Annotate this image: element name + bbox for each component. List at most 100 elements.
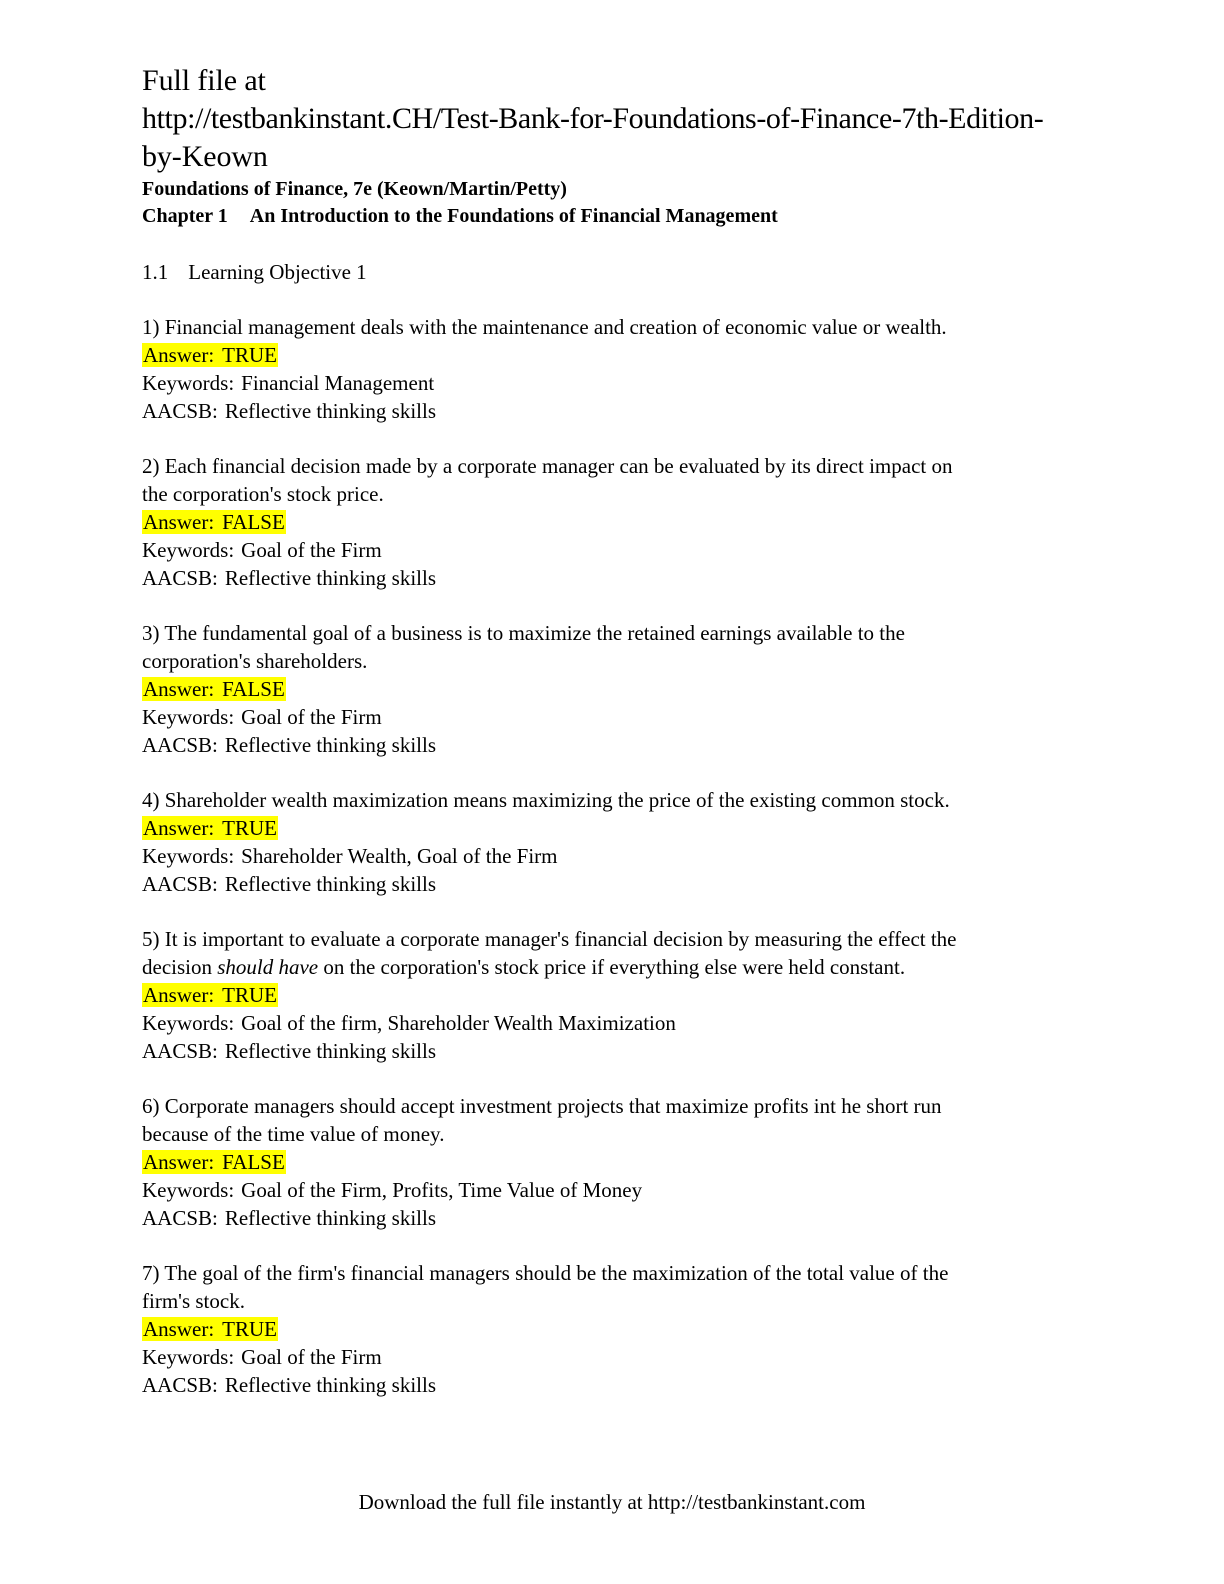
keywords-value: Goal of the Firm — [241, 1345, 382, 1369]
question-block: 5) It is important to evaluate a corpora… — [142, 925, 1072, 1065]
footer-text: Download the full file instantly at http… — [358, 1490, 866, 1514]
question-text-line: 3) The fundamental goal of a business is… — [142, 619, 1072, 647]
aacsb-line: AACSB:Reflective thinking skills — [142, 564, 1072, 592]
question-text-run: 1) Financial management deals with the m… — [142, 315, 947, 339]
answer-value: FALSE — [222, 677, 285, 701]
source-url-line: http://testbankinstant.CH/Test-Bank-for-… — [142, 102, 1044, 135]
keywords-label: Keywords: — [142, 1345, 235, 1369]
keywords-value: Goal of the firm, Shareholder Wealth Max… — [241, 1011, 676, 1035]
answer-highlight: Answer:TRUE — [142, 1317, 278, 1341]
keywords-line: Keywords:Goal of the Firm, Profits, Time… — [142, 1176, 1072, 1204]
aacsb-value: Reflective thinking skills — [224, 1039, 436, 1063]
answer-line: Answer:TRUE — [142, 1315, 1072, 1343]
answer-label: Answer: — [143, 983, 215, 1007]
aacsb-label: AACSB: — [142, 1373, 218, 1397]
answer-value: TRUE — [222, 983, 277, 1007]
question-text-line: 4) Shareholder wealth maximization means… — [142, 786, 1072, 814]
source-url-continuation: by-Keown — [142, 140, 268, 173]
question-block: 1) Financial management deals with the m… — [142, 313, 1072, 425]
keywords-line: Keywords:Financial Management — [142, 369, 1072, 397]
aacsb-value: Reflective thinking skills — [224, 872, 436, 896]
chapter-number: Chapter 1 — [142, 205, 228, 227]
question-text-line: decision should have on the corporation'… — [142, 953, 1072, 981]
aacsb-value: Reflective thinking skills — [224, 399, 436, 423]
keywords-line: Keywords:Goal of the Firm — [142, 1343, 1072, 1371]
question-text-line: because of the time value of money. — [142, 1120, 1072, 1148]
answer-label: Answer: — [143, 677, 215, 701]
aacsb-line: AACSB:Reflective thinking skills — [142, 1204, 1072, 1232]
aacsb-label: AACSB: — [142, 1039, 218, 1063]
keywords-line: Keywords:Goal of the firm, Shareholder W… — [142, 1009, 1072, 1037]
answer-value: FALSE — [222, 510, 285, 534]
keywords-value: Goal of the Firm — [241, 705, 382, 729]
aacsb-value: Reflective thinking skills — [224, 1206, 436, 1230]
question-text-run: firm's stock. — [142, 1289, 245, 1313]
book-edition-line: Foundations of Finance, 7e (Keown/Martin… — [142, 178, 567, 200]
question-text-run: 5) It is important to evaluate a corpora… — [142, 927, 957, 951]
answer-line: Answer: TRUE — [142, 341, 1072, 369]
keywords-label: Keywords: — [142, 705, 235, 729]
aacsb-label: AACSB: — [142, 566, 218, 590]
answer-label: Answer: — [143, 816, 215, 840]
answer-label: Answer: — [143, 510, 215, 534]
aacsb-line: AACSB:Reflective thinking skills — [142, 1037, 1072, 1065]
question-text-line: the corporation's stock price. — [142, 480, 1072, 508]
answer-line: Answer: TRUE — [142, 981, 1072, 1009]
aacsb-line: AACSB:Reflective thinking skills — [142, 870, 1072, 898]
document-content: Full file at http://testbankinstant.CH/T… — [142, 62, 1072, 1399]
answer-highlight: Answer: TRUE — [142, 983, 278, 1007]
keywords-line: Keywords:Goal of the Firm — [142, 703, 1072, 731]
keywords-value: Shareholder Wealth, Goal of the Firm — [241, 844, 558, 868]
question-text-run: 2) Each financial decision made by a cor… — [142, 454, 953, 478]
question-block: 3) The fundamental goal of a business is… — [142, 619, 1072, 759]
question-list: 1) Financial management deals with the m… — [142, 313, 1072, 1399]
answer-highlight: Answer: FALSE — [142, 677, 286, 701]
question-text-line: 2) Each financial decision made by a cor… — [142, 452, 1072, 480]
question-text-line: corporation's shareholders. — [142, 647, 1072, 675]
source-title-line-1: Full file at — [142, 64, 266, 97]
question-text-line: 5) It is important to evaluate a corpora… — [142, 925, 1072, 953]
answer-line: Answer: FALSE — [142, 675, 1072, 703]
answer-value: TRUE — [222, 343, 277, 367]
question-text-run: 6) Corporate managers should accept inve… — [142, 1094, 942, 1118]
heading-spacer — [142, 230, 1072, 258]
answer-label: Answer: — [143, 343, 215, 367]
question-text-run: corporation's shareholders. — [142, 649, 368, 673]
aacsb-value: Reflective thinking skills — [224, 733, 436, 757]
section-label: Learning Objective 1 — [188, 260, 367, 284]
aacsb-line: AACSB:Reflective thinking skills — [142, 731, 1072, 759]
answer-label: Answer: — [143, 1317, 215, 1341]
answer-line: Answer: FALSE — [142, 508, 1072, 536]
aacsb-value: Reflective thinking skills — [224, 1373, 436, 1397]
keywords-label: Keywords: — [142, 538, 235, 562]
question-text-run: decision — [142, 955, 218, 979]
aacsb-label: AACSB: — [142, 399, 218, 423]
keywords-value: Goal of the Firm — [241, 538, 382, 562]
aacsb-label: AACSB: — [142, 872, 218, 896]
question-text-run: because of the time value of money. — [142, 1122, 445, 1146]
answer-label: Answer: — [143, 1150, 215, 1174]
aacsb-line: AACSB:Reflective thinking skills — [142, 1371, 1072, 1399]
answer-highlight: Answer: TRUE — [142, 343, 278, 367]
question-text-run: on the corporation's stock price if ever… — [318, 955, 906, 979]
question-block: 2) Each financial decision made by a cor… — [142, 452, 1072, 592]
aacsb-label: AACSB: — [142, 733, 218, 757]
question-block: 6) Corporate managers should accept inve… — [142, 1092, 1072, 1232]
section-number: 1.1 — [142, 260, 169, 284]
question-block: 4) Shareholder wealth maximization means… — [142, 786, 1072, 898]
answer-line: Answer:FALSE — [142, 1148, 1072, 1176]
keywords-label: Keywords: — [142, 371, 235, 395]
question-block: 7) The goal of the firm's financial mana… — [142, 1259, 1072, 1399]
answer-line: Answer:TRUE — [142, 814, 1072, 842]
answer-highlight: Answer:TRUE — [142, 816, 278, 840]
keywords-label: Keywords: — [142, 1011, 235, 1035]
page-footer: Download the full file instantly at http… — [0, 1488, 1224, 1516]
keywords-value: Goal of the Firm, Profits, Time Value of… — [241, 1178, 643, 1202]
aacsb-line: AACSB:Reflective thinking skills — [142, 397, 1072, 425]
keywords-label: Keywords: — [142, 1178, 235, 1202]
question-text-run: 7) The goal of the firm's financial mana… — [142, 1261, 949, 1285]
learning-objective-heading: 1.1 Learning Objective 1 — [142, 258, 1072, 286]
aacsb-value: Reflective thinking skills — [224, 566, 436, 590]
